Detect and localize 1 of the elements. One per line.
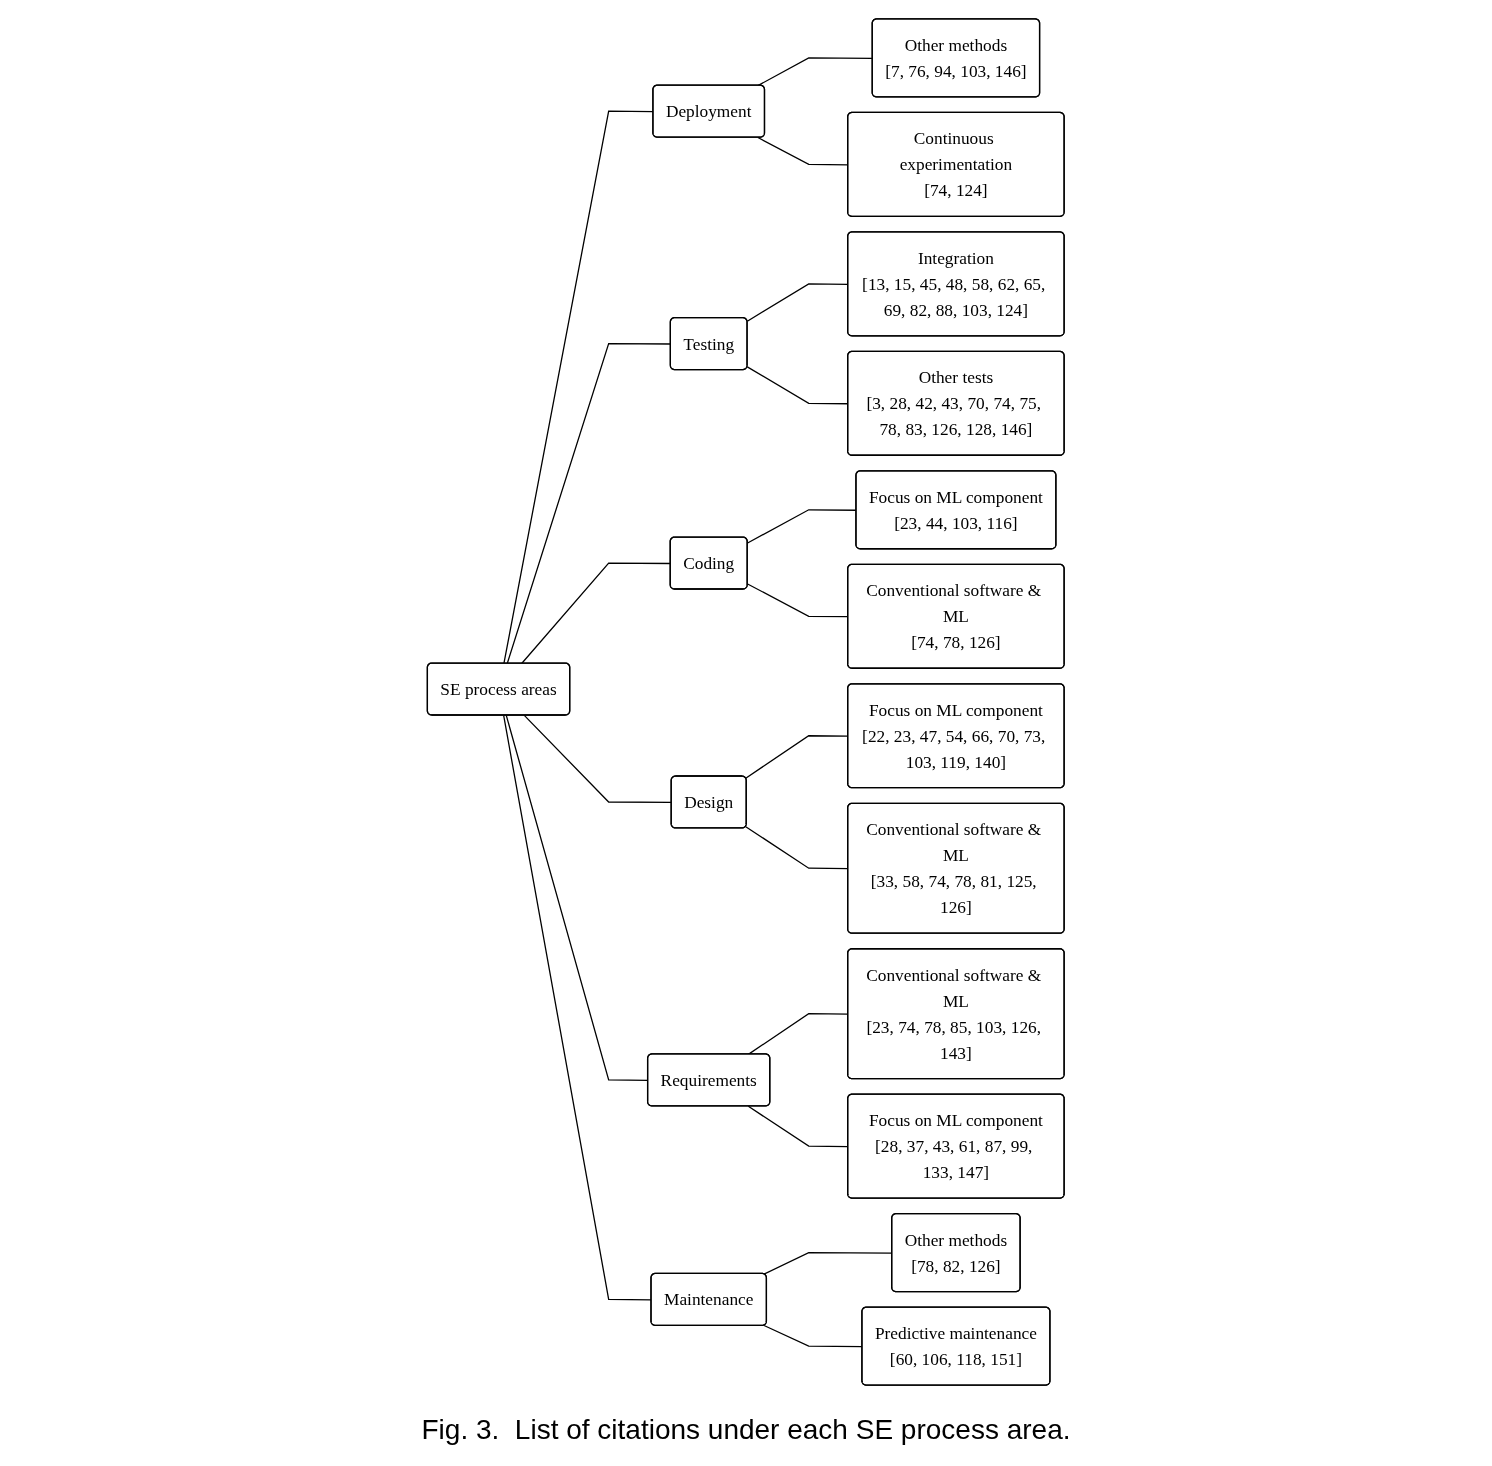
- figure-caption: Fig. 3. List of citations under each SE process area.: [421, 1413, 1071, 1447]
